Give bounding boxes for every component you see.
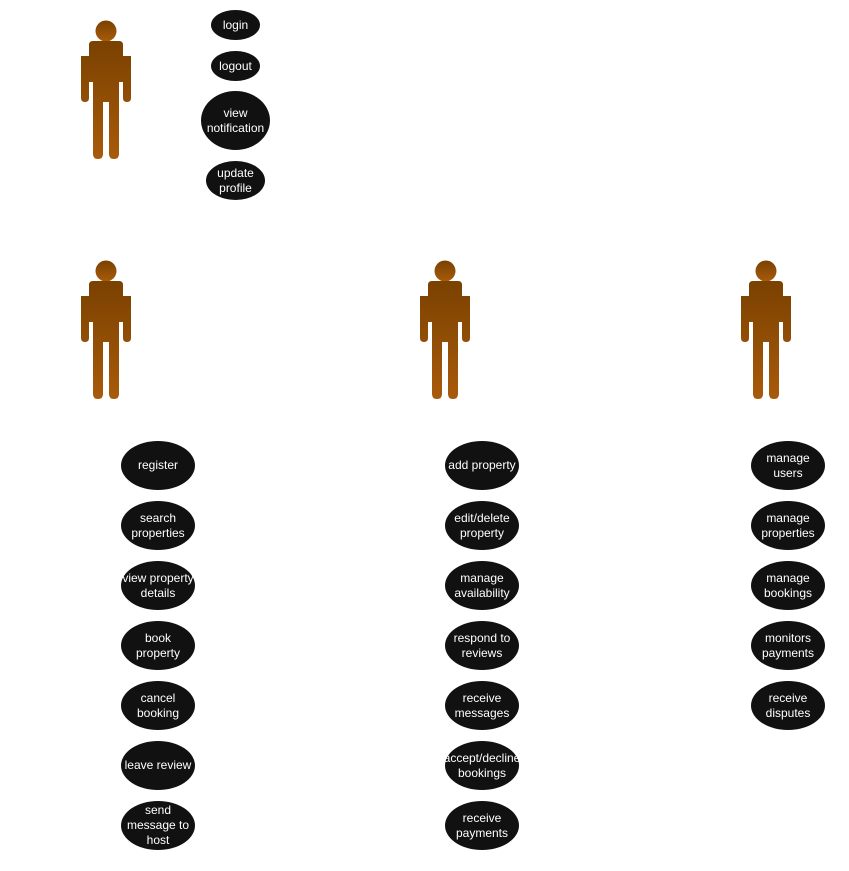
usecase-label: search properties [131, 510, 185, 540]
usecase-respond-to-reviews[interactable]: respond to reviews [445, 621, 519, 670]
usecase-accept-decline-bookings[interactable]: accept/decline bookings [443, 741, 521, 790]
usecase-label: receive payments [455, 810, 509, 840]
usecase-label: accept/decline bookings [443, 750, 521, 780]
usecase-label: manage properties [761, 510, 815, 540]
usecase-label: receive messages [454, 690, 510, 720]
usecase-manage-users[interactable]: manage users [751, 441, 825, 490]
usecase-label: register [137, 458, 178, 472]
usecase-monitors-payments[interactable]: monitors payments [751, 621, 825, 670]
actor-admin [741, 260, 791, 400]
usecase-label: edit/delete property [454, 510, 510, 540]
actor-figure-icon [81, 260, 131, 400]
usecase-label: receive disputes [765, 690, 811, 720]
usecase-label: view notification [206, 105, 265, 135]
usecase-view-notification[interactable]: view notification [201, 91, 270, 150]
actor-host [420, 260, 470, 400]
usecase-cancel-booking[interactable]: cancel booking [121, 681, 195, 730]
usecase-label: update profile [217, 165, 254, 195]
actor-guest [81, 260, 131, 400]
usecase-label: monitors payments [761, 630, 815, 660]
actor-user [81, 20, 131, 160]
usecase-label: cancel booking [136, 690, 180, 720]
usecase-edit-delete-property[interactable]: edit/delete property [445, 501, 519, 550]
usecase-label: view property details [122, 570, 194, 600]
usecase-add-property[interactable]: add property [445, 441, 519, 490]
actor-figure-icon [81, 20, 131, 160]
usecase-manage-bookings[interactable]: manage bookings [751, 561, 825, 610]
usecase-label: manage availability [454, 570, 510, 600]
usecase-label: add property [448, 458, 516, 472]
usecase-register[interactable]: register [121, 441, 195, 490]
usecase-label: book property [135, 630, 181, 660]
actor-figure-icon [741, 260, 791, 400]
usecase-receive-payments[interactable]: receive payments [445, 801, 519, 850]
usecase-view-property-details[interactable]: view property details [121, 561, 195, 610]
actor-figure-icon [420, 260, 470, 400]
usecase-label: leave review [124, 758, 192, 772]
usecase-login[interactable]: login [211, 10, 260, 40]
usecase-receive-disputes[interactable]: receive disputes [751, 681, 825, 730]
usecase-manage-properties[interactable]: manage properties [751, 501, 825, 550]
usecase-label: send message to host [126, 803, 190, 847]
usecase-manage-availability[interactable]: manage availability [445, 561, 519, 610]
usecase-label: login [222, 17, 249, 32]
usecase-send-message-to-host[interactable]: send message to host [121, 801, 195, 850]
usecase-update-profile[interactable]: update profile [206, 161, 265, 200]
usecase-receive-messages[interactable]: receive messages [445, 681, 519, 730]
usecase-search-properties[interactable]: search properties [121, 501, 195, 550]
usecase-book-property[interactable]: book property [121, 621, 195, 670]
usecase-label: manage users [766, 450, 810, 480]
usecase-leave-review[interactable]: leave review [121, 741, 195, 790]
usecase-logout[interactable]: logout [211, 51, 260, 81]
usecase-label: logout [219, 58, 252, 73]
usecase-label: manage bookings [763, 570, 813, 600]
usecase-label: respond to reviews [453, 630, 511, 660]
